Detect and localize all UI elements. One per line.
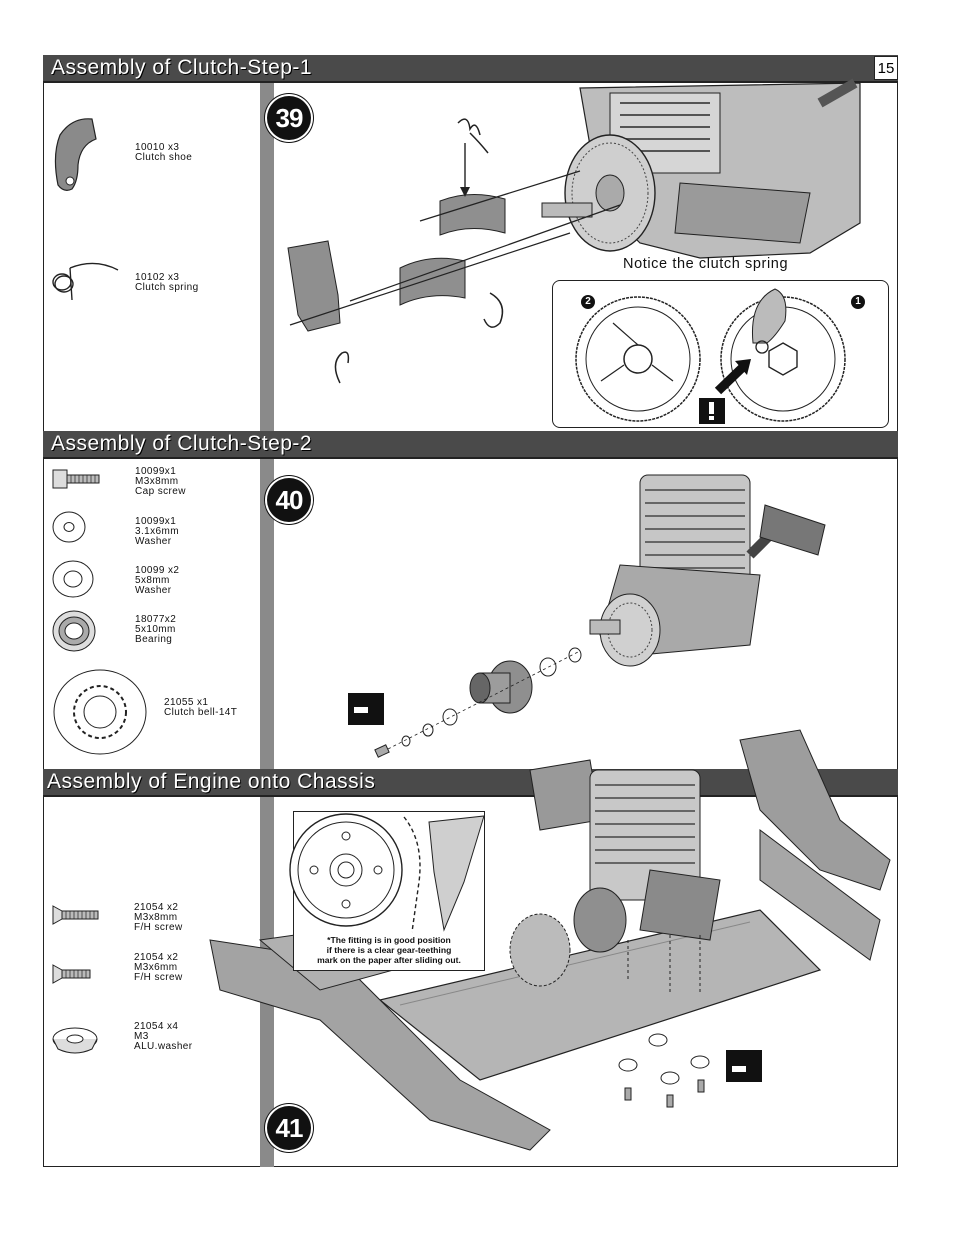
marker-1: 1 (851, 295, 865, 309)
part-code: 10010 x3 (135, 142, 180, 153)
clutch-assembly-illustration (287, 78, 861, 384)
gear-mesh-note: *The fitting is in good position if ther… (296, 935, 482, 965)
part-name: Bearing (135, 634, 173, 645)
note-line: *The fitting is in good position (327, 935, 451, 945)
note-line: if there is a clear gear-teething (326, 945, 452, 955)
clutch-spring-detail (575, 288, 846, 424)
clutch-spring-icon (52, 262, 119, 301)
part-code: 21054 x2 (134, 952, 179, 963)
spur-gear-detail (289, 813, 485, 933)
part-code: 21054 x4 (134, 1021, 179, 1032)
fh-screw-icon (52, 905, 99, 925)
section-title: Assembly of Clutch-Step-2 (51, 432, 313, 455)
part-size: M3x8mm (134, 912, 178, 923)
part-label-clutch-spring: 10102 x3 Clutch spring (135, 273, 199, 293)
column-divider (260, 459, 274, 769)
step-number-41: 41 (267, 1106, 311, 1150)
clutch-bell-assembly-illustration (348, 474, 826, 758)
part-code: 21054 x2 (134, 902, 179, 913)
notice-text: Notice the clutch spring (623, 256, 789, 272)
column-divider (260, 83, 274, 431)
part-label-fh-screw-8mm: 21054 x2 M3x8mm F/H screw (134, 903, 183, 933)
part-code: 10099x1 (135, 516, 177, 527)
part-label-clutch-bell: 21055 x1 Clutch bell-14T (164, 698, 237, 718)
part-size: M3 (134, 1031, 149, 1042)
part-size: M3x8mm (135, 476, 179, 487)
part-label-clutch-shoe: 10010 x3 Clutch shoe (135, 143, 192, 163)
part-code: 10099 x2 (135, 565, 180, 576)
part-name: F/H screw (134, 972, 183, 983)
part-label-alu-washer: 21054 x4 M3 ALU.washer (134, 1022, 192, 1052)
fh-screw-short-icon (52, 964, 91, 984)
part-code: 10102 x3 (135, 272, 180, 283)
part-size: 5x8mm (135, 575, 170, 586)
clutch-spring-callout: 2 1 (552, 280, 889, 428)
washer-icon (52, 560, 94, 598)
section-header-clutch-step-1: Assembly of Clutch-Step-1 15 (43, 55, 898, 83)
part-label-cap-screw: 10099x1 M3x8mm Cap screw (135, 467, 186, 497)
cap-screw-icon (52, 469, 100, 489)
section-title: Assembly of Clutch-Step-1 (51, 56, 313, 79)
gear-mesh-inset (289, 811, 485, 971)
small-washer-icon (52, 511, 86, 543)
part-size: M3x6mm (134, 962, 178, 973)
bearing-icon (52, 610, 96, 652)
part-label-fh-screw-6mm: 21054 x2 M3x6mm F/H screw (134, 953, 183, 983)
part-code: 21055 x1 (164, 697, 209, 708)
part-name: Clutch spring (135, 282, 199, 293)
part-name: ALU.washer (134, 1041, 193, 1052)
page-number: 15 (874, 56, 898, 80)
part-name: F/H screw (134, 922, 183, 933)
part-name: Cap screw (135, 486, 186, 497)
part-label-washer: 10099 x2 5x8mm Washer (135, 566, 179, 596)
clutch-shoe-icon (54, 118, 97, 191)
part-code: 10099x1 (135, 466, 177, 477)
clutch-bell-icon (53, 669, 147, 755)
note-line: mark on the paper after sliding out. (317, 955, 461, 965)
section-title: Assembly of Engine onto Chassis (47, 770, 376, 793)
marker-2: 2 (581, 295, 595, 309)
part-size: 5x10mm (135, 624, 176, 635)
step-number-39: 39 (267, 96, 311, 140)
part-label-bearing: 18077x2 5x10mm Bearing (135, 615, 176, 645)
alu-washer-icon (52, 1027, 98, 1054)
step-number-40: 40 (267, 478, 311, 522)
part-name: Washer (135, 585, 172, 596)
part-size: 3.1x6mm (135, 526, 179, 537)
part-code: 18077x2 (135, 614, 177, 625)
part-name: Washer (135, 536, 172, 547)
part-name: Clutch shoe (135, 152, 193, 163)
part-name: Clutch bell-14T (164, 707, 238, 718)
part-label-small-washer: 10099x1 3.1x6mm Washer (135, 517, 179, 547)
chassis-engine-illustration (209, 729, 891, 1151)
section-header-clutch-step-2: Assembly of Clutch-Step-2 (43, 431, 898, 459)
